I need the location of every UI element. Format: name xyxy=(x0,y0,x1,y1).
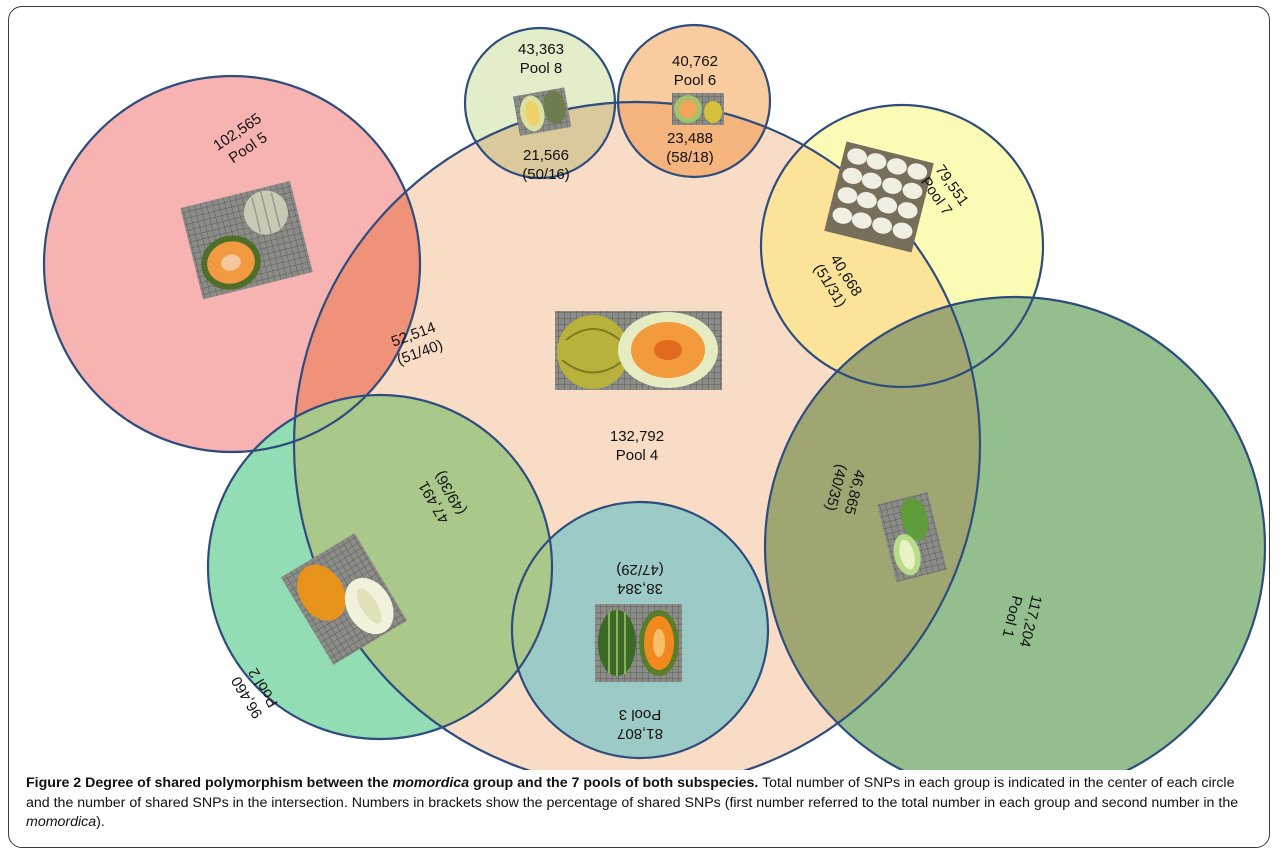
pool4-label: Pool 4 xyxy=(616,447,659,464)
pool3-label: Pool 3 xyxy=(619,706,662,723)
intersection-p8-pct: (50/16) xyxy=(522,166,570,183)
intersection-p3-pct: (47/29) xyxy=(616,561,664,578)
intersection-p6 xyxy=(618,102,770,177)
intersection-p1 xyxy=(765,297,980,770)
intersection-p3-count: 38,384 xyxy=(617,580,663,597)
pool6-count: 40,762 xyxy=(672,53,718,70)
intersection-p8-count: 21,566 xyxy=(523,147,569,164)
caption-body-italic: momordica xyxy=(26,814,97,830)
circle-outlines xyxy=(42,23,1267,770)
intersection-p6-count: 23,488 xyxy=(667,130,713,147)
caption-label: Figure 2 xyxy=(26,775,82,791)
caption-title-part2: group and the 7 pools of both subspecies… xyxy=(469,775,759,791)
melon-photo-pool4 xyxy=(555,311,722,390)
venn-diagram: 132,792 Pool 4 102,565 Pool 5 43,363 Poo… xyxy=(42,23,1267,770)
pool6-label: Pool 6 xyxy=(674,72,717,89)
caption-title-part1: Degree of shared polymorphism between th… xyxy=(85,775,393,791)
pool3-count: 81,807 xyxy=(617,725,663,742)
intersection-p2 xyxy=(294,395,552,739)
melon-photo-pool2 xyxy=(280,533,408,665)
pool8-count: 43,363 xyxy=(518,41,564,58)
caption-body-part2: ). xyxy=(96,814,105,830)
melon-photo-pool1 xyxy=(877,491,947,583)
pool8-label: Pool 8 xyxy=(520,60,563,77)
melon-photo-pool7 xyxy=(824,141,934,253)
intersection-p6-pct: (58/18) xyxy=(666,149,714,166)
melon-photo-pool5 xyxy=(180,180,313,300)
melon-photo-pool8 xyxy=(513,87,572,136)
melon-photo-pool6 xyxy=(672,93,724,125)
melon-photo-pool3 xyxy=(595,604,682,682)
pool4-count: 132,792 xyxy=(610,428,664,445)
caption-title-italic: momordica xyxy=(392,775,470,791)
caption-body-part1: Total number of SNPs in each group is in… xyxy=(26,775,1239,811)
figure-caption: Figure 2 Degree of shared polymorphism b… xyxy=(26,774,1258,833)
